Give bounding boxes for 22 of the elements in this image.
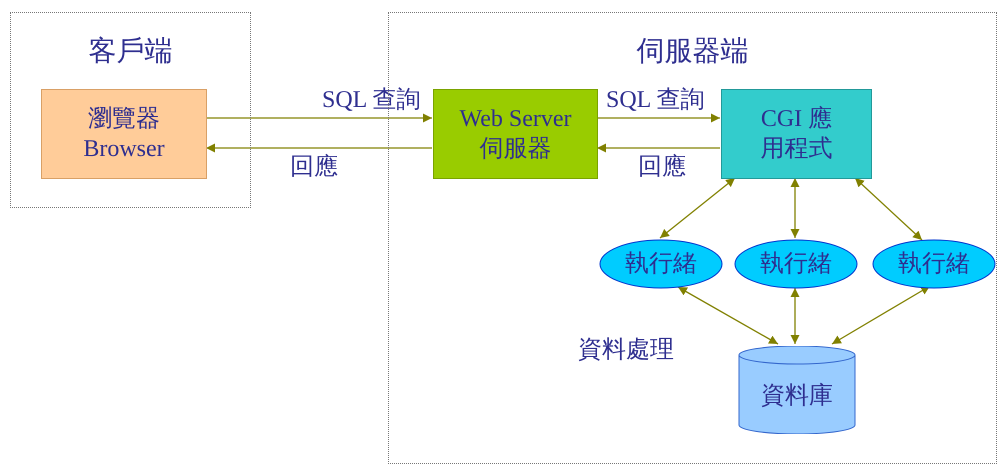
thread-ellipse: 執行緒 (734, 239, 858, 289)
database-cylinder: 資料庫 (738, 346, 856, 434)
arrow (206, 144, 432, 152)
arrow (597, 114, 720, 122)
edge-label: SQL 查詢 (606, 86, 704, 114)
arrow (206, 114, 432, 122)
arrow (597, 144, 720, 152)
process-box: CGI 應用程式 (721, 89, 872, 179)
region-title: 伺服器端 (636, 35, 750, 69)
edge-label: SQL 查詢 (322, 86, 420, 114)
arrow (854, 178, 922, 240)
arrow (660, 178, 736, 238)
process-box: Web Server 伺服器 (433, 89, 598, 179)
note-label: 資料處理 (578, 336, 674, 364)
region-title: 客戶端 (88, 35, 174, 69)
thread-ellipse: 執行緒 (599, 239, 723, 289)
process-box: 瀏覽器 Browser (41, 89, 207, 179)
arrow (790, 178, 800, 238)
arrow (832, 285, 930, 345)
thread-ellipse: 執行緒 (872, 239, 996, 289)
arrow (678, 286, 778, 345)
arrow (790, 288, 800, 344)
